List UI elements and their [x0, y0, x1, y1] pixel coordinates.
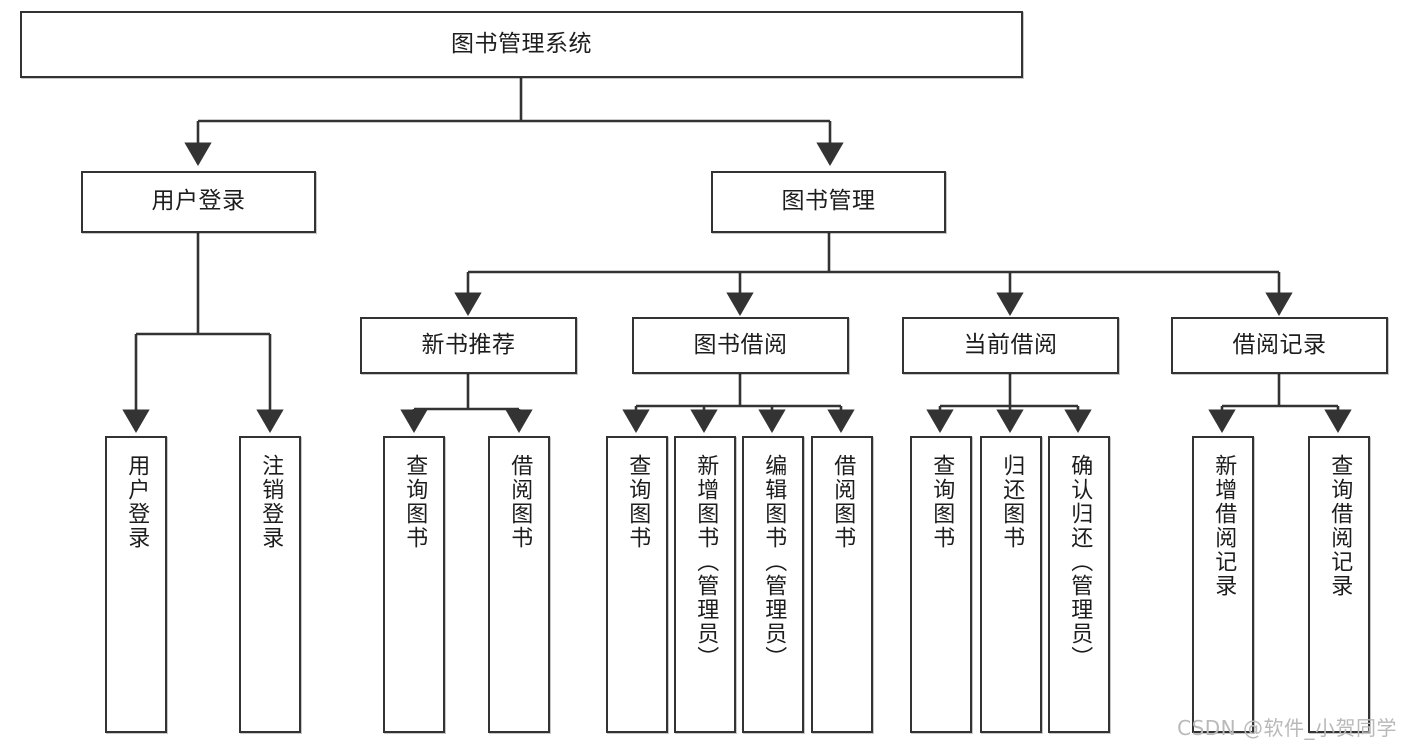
node-label: 归还图书: [999, 454, 1025, 550]
connector-userlogin-to-leaves: [122, 233, 284, 433]
node-label: 注销登录: [258, 454, 284, 550]
node-current-borrow[interactable]: 当前借阅: [902, 317, 1119, 374]
connector-bookborrow-to-leaves: [622, 374, 855, 433]
node-label: 新增图书（管理员）: [693, 454, 719, 670]
node-label: 新增借阅记录: [1211, 454, 1237, 598]
leaf-return-book[interactable]: 归还图书: [980, 436, 1042, 733]
node-new-book-recommend[interactable]: 新书推荐: [360, 317, 577, 374]
leaf-add-borrow-record[interactable]: 新增借阅记录: [1192, 436, 1254, 733]
node-label: 借阅记录: [1232, 331, 1327, 358]
node-label: 图书借阅: [693, 331, 788, 358]
leaf-query-book-recommend[interactable]: 查询图书: [383, 436, 445, 733]
leaf-query-book-current[interactable]: 查询图书: [910, 436, 972, 733]
node-label: 编辑图书（管理员）: [761, 454, 787, 670]
node-label: 借阅图书: [830, 454, 856, 550]
leaf-query-book-borrow[interactable]: 查询图书: [606, 436, 668, 733]
node-borrow-record[interactable]: 借阅记录: [1171, 317, 1388, 374]
leaf-borrow-book-recommend[interactable]: 借阅图书: [488, 436, 550, 733]
node-label: 借阅图书: [507, 454, 533, 550]
node-book-management[interactable]: 图书管理: [711, 171, 946, 233]
leaf-user-login[interactable]: 用户登录: [105, 436, 167, 733]
node-label: 查询图书: [625, 454, 651, 550]
node-label: 新书推荐: [421, 331, 516, 358]
node-user-login[interactable]: 用户登录: [81, 171, 316, 233]
node-label: 确认归还（管理员）: [1067, 454, 1093, 670]
node-label: 当前借阅: [963, 331, 1058, 358]
node-label: 用户登录: [151, 188, 246, 215]
leaf-edit-book-admin[interactable]: 编辑图书（管理员）: [742, 436, 804, 733]
connector-currentborrow-to-leaves: [926, 374, 1092, 433]
leaf-confirm-return-admin[interactable]: 确认归还（管理员）: [1048, 436, 1110, 733]
node-label: 图书管理系统: [451, 30, 592, 57]
leaf-logout[interactable]: 注销登录: [239, 436, 301, 733]
connector-bookmgmt-to-level3: [454, 233, 1293, 316]
leaf-add-book-admin[interactable]: 新增图书（管理员）: [674, 436, 736, 733]
connector-borrowrecord-to-leaves: [1208, 374, 1352, 433]
connector-root-to-level2: [184, 78, 844, 166]
node-label: 用户登录: [124, 454, 150, 550]
connector-newbook-to-leaves: [400, 374, 533, 433]
node-label: 查询图书: [402, 454, 428, 550]
node-book-borrow[interactable]: 图书借阅: [632, 317, 849, 374]
leaf-query-borrow-record[interactable]: 查询借阅记录: [1308, 436, 1370, 733]
leaf-borrow-book[interactable]: 借阅图书: [811, 436, 873, 733]
node-label: 查询图书: [929, 454, 955, 550]
node-label: 图书管理: [781, 188, 876, 215]
node-label: 查询借阅记录: [1327, 454, 1353, 598]
node-root-book-management-system[interactable]: 图书管理系统: [20, 11, 1023, 78]
